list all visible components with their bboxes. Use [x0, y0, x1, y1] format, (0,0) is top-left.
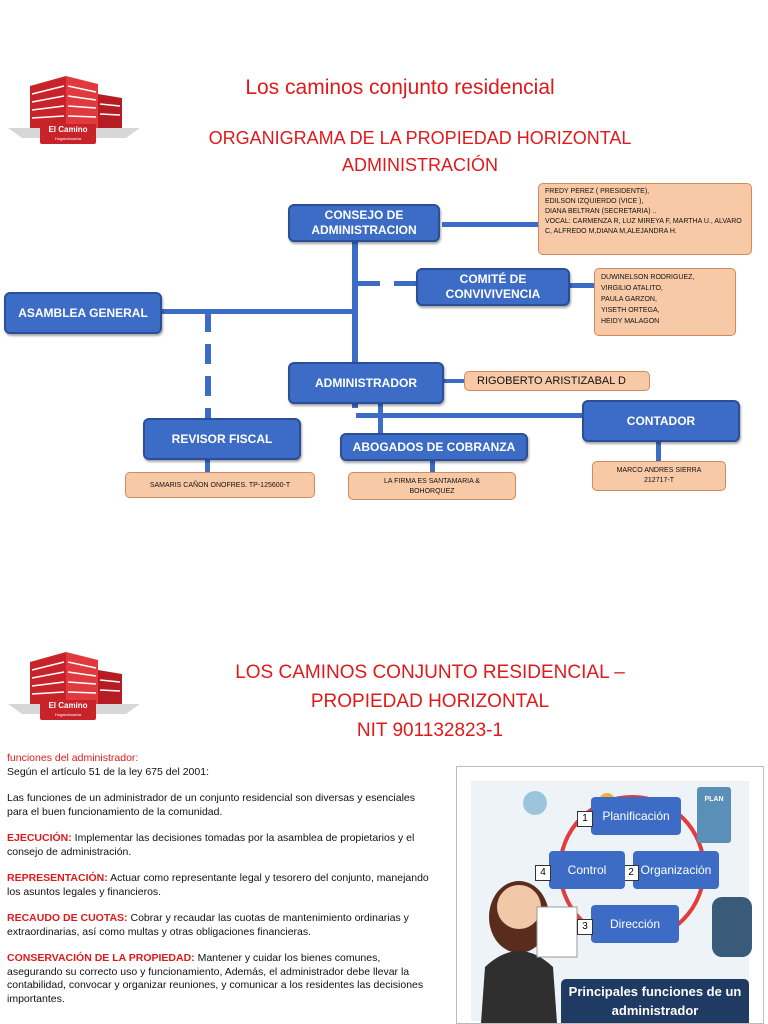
node-revisor: REVISOR FISCAL [143, 418, 301, 460]
step-direccion: Dirección [591, 905, 679, 943]
connector-comite-detail [570, 283, 594, 288]
detail-comite: DUWINELSON RODRIGUEZ, VIRGILIO ATALITO, … [594, 268, 736, 336]
function-item: EJECUCIÓN: Implementar las decisiones to… [7, 832, 415, 858]
connector-revisor-dashed [205, 312, 211, 422]
slide2-title-line3: NIT 901132823-1 [356, 720, 504, 741]
logo-brand: El Camino [48, 701, 88, 710]
detail-revisor: SAMARIS CAÑON ONOFRES. TP-125600-T [125, 472, 315, 498]
node-comite: COMITÉ DE CONVIVIVENCIA [416, 268, 570, 306]
connector-main-vertical [352, 242, 358, 408]
infographic-plan-label: PLAN [704, 796, 724, 803]
step-number: 2 [623, 865, 639, 881]
management-cycle-icon [481, 787, 752, 1023]
step-number: 1 [577, 811, 593, 827]
node-asamblea: ASAMBLEA GENERAL [4, 292, 162, 334]
building-logo-icon [8, 652, 140, 720]
step-number: 3 [577, 919, 593, 935]
connector-contador-detail [656, 437, 661, 461]
detail-contador: MARCO ANDRES SIERRA 212717-T [592, 461, 726, 491]
functions-intro: Según el artículo 51 de la ley 675 del 2… [7, 765, 209, 778]
connector-abogados-detail [430, 454, 435, 472]
function-item: RECAUDO DE CUOTAS: Cobrar y recaudar las… [7, 912, 409, 938]
node-abogados: ABOGADOS DE COBRANZA [340, 433, 528, 461]
node-consejo: CONSEJO DE ADMINISTRACION [288, 204, 440, 242]
step-control: Control [549, 851, 625, 889]
step-planificacion: Planificación [591, 797, 681, 835]
connector-asamblea [158, 309, 356, 314]
connector-admin-detail [440, 379, 464, 383]
logo-brand: El Camino [48, 125, 88, 134]
slide2-title-line1: LOS CAMINOS CONJUNTO RESIDENCIAL – [235, 662, 625, 683]
infographic-frame: PLAN Planificación 1 Organización 2 Dire… [456, 766, 764, 1024]
company-logo-2: El Camino Hogarchoacha [6, 648, 142, 724]
org-chart-title-line1: ORGANIGRAMA DE LA PROPIEDAD HORIZONTAL [208, 128, 632, 148]
step-organizacion: Organización [633, 851, 719, 889]
step-number: 4 [535, 865, 551, 881]
functions-paragraph: Las funciones de un administrador de un … [7, 792, 415, 818]
function-item: CONSERVACIÓN DE LA PROPIEDAD: Mantener y… [7, 952, 424, 1005]
building-logo-icon [8, 76, 140, 144]
detail-administrador: RIGOBERTO ARISTIZABAL D [464, 371, 650, 391]
org-chart-title-line2: ADMINISTRACIÓN [341, 155, 498, 175]
infographic-caption: Principales funciones de un administrado… [561, 979, 749, 1023]
node-administrador: ADMINISTRADOR [288, 362, 444, 404]
detail-consejo: FREDY PEREZ ( PRESIDENTE), EDILSON IZQUI… [538, 183, 752, 255]
logo-tagline: Hogarchoacha [54, 712, 82, 717]
logo-tagline: Hogarchoacha [54, 136, 82, 141]
connector-contador [356, 413, 584, 418]
functions-text: funciones del administrador: Según el ar… [7, 752, 437, 1019]
node-contador: CONTADOR [582, 400, 740, 442]
functions-heading: funciones del administrador: [7, 752, 139, 764]
page-title: Los caminos conjunto residencial [245, 76, 555, 99]
connector-revisor-detail [205, 454, 210, 472]
slide-funciones: El Camino Hogarchoacha LOS CAMINOS CONJU… [0, 600, 768, 1024]
connector-consejo-detail [442, 222, 538, 227]
function-item: REPRESENTACIÓN: Actuar como representant… [7, 872, 429, 898]
company-logo: El Camino Hogarchoacha [6, 72, 142, 148]
connector-comite-dashed [358, 281, 418, 286]
connector-abogados [378, 403, 383, 437]
detail-abogados: LA FIRMA ES SANTAMARIA & BOHORQUEZ [348, 472, 516, 500]
slide2-title-line2: PROPIEDAD HORIZONTAL [310, 691, 550, 712]
slide-organigrama: El Camino Hogarchoacha Los caminos conju… [4, 72, 752, 500]
